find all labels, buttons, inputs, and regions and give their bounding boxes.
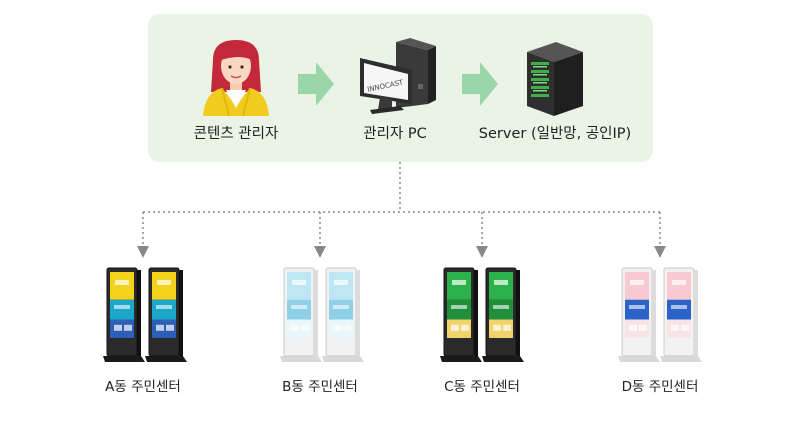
kiosk-group-d (618, 267, 702, 362)
kiosk-c-1 (440, 267, 482, 362)
center-label-a: A동 주민센터 (105, 379, 181, 395)
kiosk-c-2 (482, 267, 524, 362)
flow-arrow-1 (298, 62, 334, 106)
kiosk-a-1 (103, 267, 145, 362)
kiosk-d-2 (660, 267, 702, 362)
node-label-content-manager: 콘텐츠 관리자 (193, 126, 279, 142)
node-label-admin-pc: 관리자 PC (363, 126, 427, 142)
kiosk-d-1 (618, 267, 660, 362)
person-icon (203, 40, 269, 117)
kiosk-b-2 (322, 267, 364, 362)
kiosk-a-2 (145, 267, 187, 362)
node-label-server: Server (일반망, 공인IP) (478, 126, 632, 142)
server-rack-icon (527, 42, 583, 116)
center-label-c: C동 주민센터 (444, 379, 520, 395)
center-label-d: D동 주민센터 (621, 379, 699, 395)
kiosk-b-1 (280, 267, 322, 362)
kiosk-group-a (103, 267, 187, 362)
kiosk-group-b (280, 267, 364, 362)
network-connectors (137, 162, 666, 258)
kiosk-group-c (440, 267, 524, 362)
center-label-b: B동 주민센터 (282, 379, 358, 395)
flow-arrow-2 (462, 62, 498, 106)
desktop-pc-icon (360, 38, 436, 114)
